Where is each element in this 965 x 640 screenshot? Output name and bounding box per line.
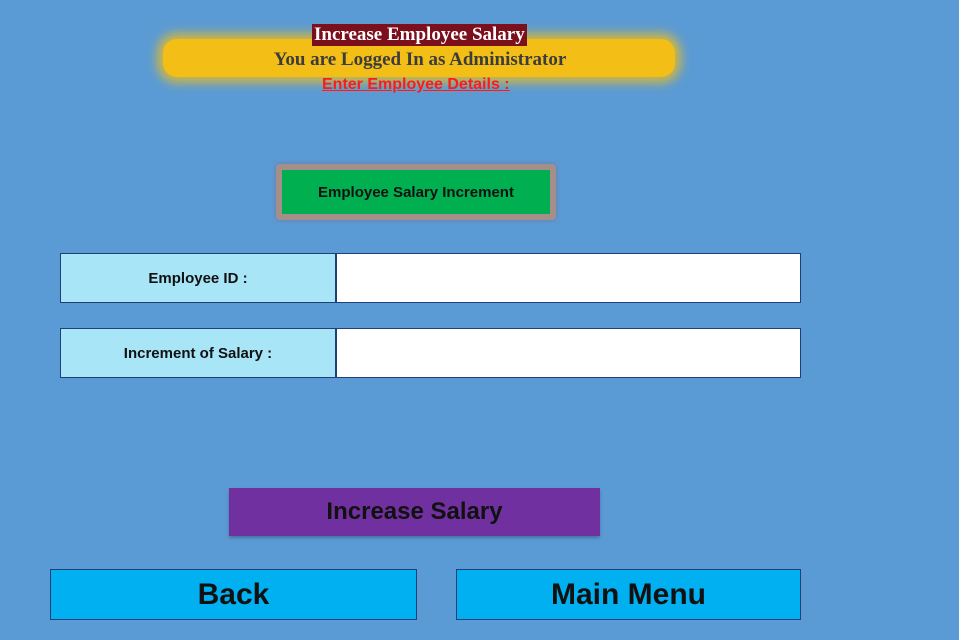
employee-salary-increment-button[interactable]: Employee Salary Increment <box>276 164 556 220</box>
employee-salary-increment-label: Employee Salary Increment <box>282 170 550 214</box>
instruction-label: Enter Employee Details : <box>322 76 510 93</box>
employee-id-input[interactable] <box>336 253 801 303</box>
employee-id-label: Employee ID : <box>60 253 336 303</box>
page-title: Increase Employee Salary <box>312 24 527 46</box>
main-menu-button[interactable]: Main Menu <box>456 569 801 620</box>
back-button[interactable]: Back <box>50 569 417 620</box>
window-edge-strip <box>959 0 965 640</box>
login-status-text: You are Logged In as Administrator <box>273 49 567 70</box>
increase-salary-button[interactable]: Increase Salary <box>229 488 600 536</box>
salary-increment-input[interactable] <box>336 328 801 378</box>
salary-increment-label: Increment of Salary : <box>60 328 336 378</box>
